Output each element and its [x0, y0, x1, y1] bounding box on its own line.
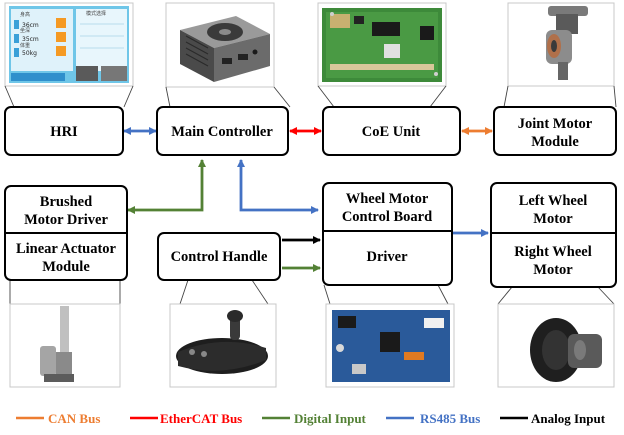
legend-analog-label: Analog Input: [531, 411, 606, 426]
hri-row-value: 35cm: [22, 36, 39, 43]
main-controller-image: [165, 2, 275, 88]
brushed-linear-block: Brushed Motor Driver Linear Actuator Mod…: [4, 185, 128, 281]
wheel-motors-block: Left Wheel Motor Right Wheel Motor: [490, 182, 617, 288]
wheel-board-driver-block: Wheel Motor Control Board Driver: [322, 182, 453, 286]
coe-unit-block: CoE Unit: [322, 106, 461, 156]
right-wheel-label-line2: Motor: [533, 262, 573, 278]
legend-ethercat-label: EtherCAT Bus: [160, 411, 242, 426]
control-handle-label: Control Handle: [171, 249, 268, 265]
hri-label: HRI: [50, 124, 78, 140]
linear-actuator-image: [9, 303, 121, 388]
control-handle-image: [169, 303, 277, 388]
hri-row-value: 36cm: [22, 22, 39, 29]
joint-motor-image: [507, 2, 615, 87]
legend-can-label: CAN Bus: [48, 411, 100, 426]
linear-actuator-label-line1: Linear Actuator: [16, 241, 117, 257]
main-controller-block: Main Controller: [156, 106, 289, 156]
main-brushed-digital-link: [127, 159, 206, 214]
wheel-board-label-line2: Control Board: [342, 209, 432, 225]
driver-board-image: [325, 303, 455, 388]
brushed-driver-label-line2: Motor Driver: [24, 212, 108, 228]
wheel-motor-image: [497, 303, 615, 388]
hri-screen-image: 身高 36cm 坐深 35cm 体重 50kg 模式选择: [4, 2, 134, 87]
main-controller-label: Main Controller: [171, 124, 273, 140]
coe-unit-image: [317, 2, 447, 87]
left-wheel-label-line2: Motor: [533, 211, 573, 227]
main-wheelboard-rs485-link: [237, 159, 319, 214]
brushed-driver-label-line1: Brushed: [40, 194, 92, 210]
driver-label: Driver: [366, 249, 408, 265]
joint-motor-label-line2: Module: [531, 134, 579, 150]
hri-row-name: 坐深: [20, 27, 30, 34]
left-wheel-label-line1: Left Wheel: [519, 193, 588, 209]
joint-motor-label-line1: Joint Motor: [518, 116, 593, 132]
control-handle-block: Control Handle: [157, 232, 281, 281]
legend-digital-label: Digital Input: [294, 411, 367, 426]
right-wheel-label-line1: Right Wheel: [514, 244, 591, 260]
coe-unit-label: CoE Unit: [362, 124, 421, 140]
hri-right-panel-title: 模式选择: [86, 10, 106, 17]
hri-row-value: 50kg: [22, 50, 37, 57]
linear-actuator-label-line2: Module: [42, 259, 90, 275]
joint-motor-module-block: Joint Motor Module: [493, 106, 617, 156]
hri-row-name: 体重: [20, 42, 30, 49]
hri-row-name: 身高: [20, 11, 30, 18]
legend: CAN Bus EtherCAT Bus Digital Input RS485…: [16, 411, 606, 426]
legend-rs485-label: RS485 Bus: [420, 411, 480, 426]
hri-block: HRI: [4, 106, 124, 156]
wheel-board-label-line1: Wheel Motor: [346, 191, 429, 207]
